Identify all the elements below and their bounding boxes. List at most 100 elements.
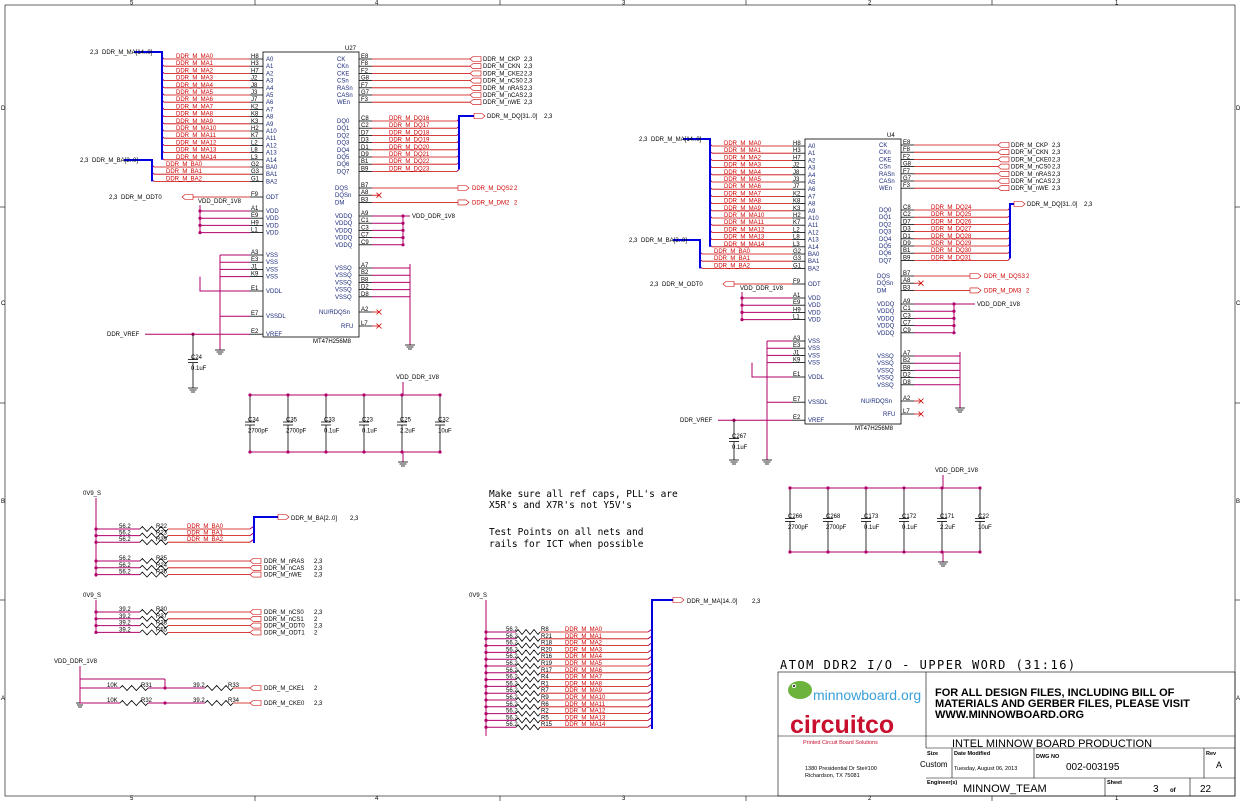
u27-ma-bus bbox=[134, 51, 163, 160]
term-resistor-ref: R35 bbox=[156, 556, 168, 562]
u27-pin-name: A11 bbox=[266, 136, 277, 142]
term-net-ref: 2,3 bbox=[314, 559, 323, 565]
design-files-notice-1: FOR ALL DESIGN FILES, INCLUDING BILL OF bbox=[935, 687, 1175, 699]
junction-dot bbox=[484, 684, 488, 689]
u4-pin-name: BA2 bbox=[808, 266, 820, 272]
term-resistor-ref: R34 bbox=[228, 698, 240, 704]
u27-rfu-name: RFU bbox=[341, 324, 353, 330]
u27-pin-name: BA1 bbox=[266, 172, 278, 178]
u4-net-label: DDR_M_BA0 bbox=[714, 249, 751, 255]
sheet-label: Sheet bbox=[1107, 780, 1122, 786]
u27-ma-bus-ref: 2,3 bbox=[90, 50, 99, 56]
u27-vss-pin: A3 bbox=[251, 250, 259, 256]
size-label: Size bbox=[927, 751, 938, 757]
term-resistor-ref: R31 bbox=[141, 683, 153, 689]
u27-vref-name: VREF bbox=[266, 332, 282, 338]
term-net-label: DDR_M_MA9 bbox=[565, 688, 603, 694]
design-files-notice-2: MATERIALS AND GERBER FILES, PLEASE VISIT bbox=[935, 698, 1190, 710]
u27-net-label: DDR_M_MA13 bbox=[176, 148, 217, 154]
off-page-connector bbox=[249, 700, 262, 706]
u27-vdd-pin: H9 bbox=[251, 220, 259, 226]
u4-ctrl-name: CKn bbox=[879, 150, 891, 156]
resistor-body bbox=[515, 710, 541, 717]
resistor-body bbox=[139, 615, 169, 622]
u4-dq-bus-ref: 2,3 bbox=[1084, 202, 1093, 208]
term-resistor-value: 56.2 bbox=[506, 695, 518, 701]
no-connect-stroke bbox=[376, 192, 382, 198]
u4-pin-name: A6 bbox=[808, 187, 816, 193]
u27-vdd-name: VDD bbox=[266, 216, 279, 222]
capacitor-ref: C33 bbox=[324, 418, 336, 424]
u4-vssdl-pin: E7 bbox=[793, 397, 801, 403]
ground-symbol bbox=[955, 407, 965, 413]
capacitor-ref: C268 bbox=[826, 514, 841, 520]
u27-vddq-pin: A9 bbox=[361, 211, 369, 217]
off-page-connector bbox=[469, 85, 482, 91]
note-line-5: rails for ICT when possible bbox=[489, 539, 644, 550]
u4-vddq-pin: C7 bbox=[903, 321, 911, 327]
capacitor-value: 2700pF bbox=[826, 525, 847, 531]
date-value: Tuesday, August 06, 2013 bbox=[954, 766, 1017, 772]
no-connect-marker bbox=[376, 192, 382, 198]
resistor-body bbox=[139, 564, 169, 571]
off-page-connector bbox=[249, 615, 262, 622]
u27-vddq-pin: C7 bbox=[361, 233, 369, 239]
border-col-top-5: 5 bbox=[130, 1, 134, 7]
u4-ctrl-net: DDR_M_CKP bbox=[1011, 143, 1048, 149]
u4-vss-name: VSS bbox=[808, 339, 820, 345]
u4-vdd-pin: E9 bbox=[793, 300, 801, 306]
u4-dq-net: DDR_M_DQ29 bbox=[931, 241, 972, 247]
term-net-label: DDR_M_MA10 bbox=[565, 695, 606, 701]
term-net-label: DDR_M_ODT0 bbox=[264, 624, 305, 630]
u4-vdd-name: VDD bbox=[808, 303, 821, 309]
capacitor-ref: C35 bbox=[286, 418, 298, 424]
term-resistor-value: 39.2 bbox=[193, 683, 205, 689]
junction-dot bbox=[286, 450, 290, 454]
u27-vss-pin: E3 bbox=[251, 257, 259, 263]
u4-vdd-pin: A1 bbox=[793, 293, 801, 299]
u27-body bbox=[262, 51, 360, 338]
u27-dq-net: DDR_M_DQ16 bbox=[389, 116, 430, 122]
capacitor-value: 2.2uF bbox=[940, 525, 956, 531]
term-ba-rail-label: 0V9_S bbox=[83, 491, 101, 497]
no-connect-marker bbox=[918, 411, 924, 417]
u27-vddl-pin: E1 bbox=[251, 286, 259, 292]
off-page-connector bbox=[997, 142, 1010, 148]
border-row-right-A: A bbox=[1236, 696, 1240, 702]
u27-net-label: DDR_M_MA11 bbox=[176, 133, 217, 139]
u4-ma-bus-label: DDR_M_MA[14..0] bbox=[651, 137, 702, 143]
capacitor-value: 0.1uF bbox=[324, 429, 340, 435]
u4-vssq-pin: B8 bbox=[903, 365, 911, 371]
term-net-label: DDR_M_MA8 bbox=[565, 681, 603, 687]
u4-net-label: DDR_M_MA9 bbox=[724, 206, 762, 212]
u27-dq-net: DDR_M_DQ22 bbox=[389, 159, 430, 165]
u27-vss-name: VSS bbox=[266, 275, 278, 281]
u4-pin-number: K7 bbox=[793, 220, 801, 226]
off-page-connector bbox=[997, 149, 1010, 155]
term-ba-bus bbox=[253, 516, 278, 543]
u4-pin-number: K3 bbox=[793, 206, 801, 212]
u27-odt-pin: F9 bbox=[251, 192, 259, 198]
junction-dot bbox=[362, 450, 366, 454]
term-net-ref: 2 bbox=[314, 617, 318, 623]
off-page-connector bbox=[249, 558, 262, 564]
u27-pin-number: K8 bbox=[251, 112, 259, 118]
u4-dqs-pin: A8 bbox=[903, 278, 911, 284]
term-resistor-value: 39.2 bbox=[119, 614, 131, 620]
decap-bank-left: C342700pFC352700pFC330.1uFC230.1uFC252.2… bbox=[245, 375, 452, 467]
term-resistor-value: 56.2 bbox=[506, 675, 518, 681]
u4-net-label: DDR_M_MA12 bbox=[724, 227, 765, 233]
off-page-connector bbox=[997, 178, 1010, 184]
resistor-body bbox=[515, 676, 541, 683]
resistor-body bbox=[139, 571, 169, 578]
term-cs-rail-label: 0V9_S bbox=[83, 593, 101, 599]
u27-dq-name: DQ7 bbox=[337, 169, 350, 175]
u4-dqs-net: DDR_M_DM3 bbox=[984, 288, 1022, 294]
u4-vss-name: VSS bbox=[808, 353, 820, 359]
u27-ctrl-name: RASn bbox=[337, 86, 353, 92]
term-resistor-value: 56.2 bbox=[506, 702, 518, 708]
